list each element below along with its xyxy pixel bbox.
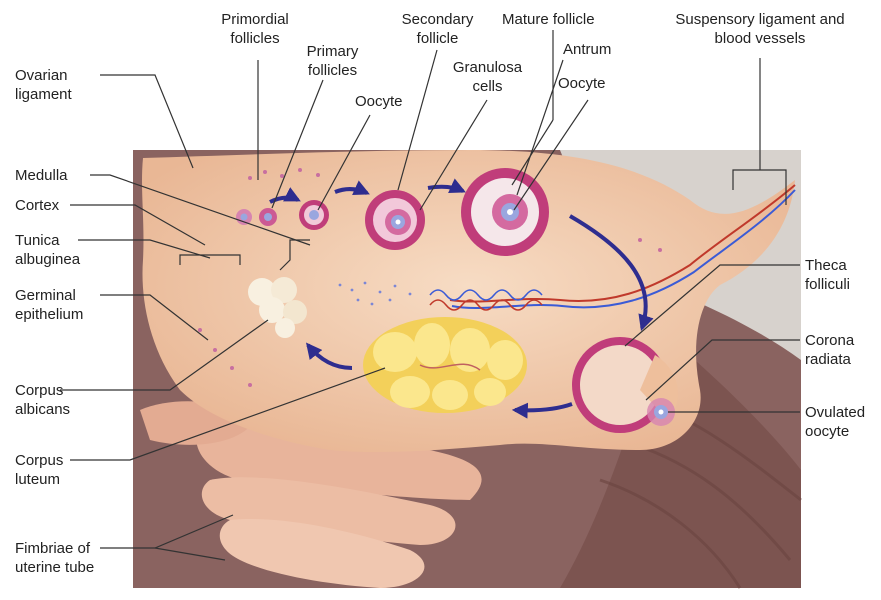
label-primary-follicles: Primary follicles [290, 42, 375, 80]
label-corpus-luteum: Corpus luteum [15, 451, 75, 489]
secondary-follicle [365, 190, 425, 250]
label-ovulated-oocyte: Ovulated oocyte [805, 403, 880, 441]
label-antrum: Antrum [563, 40, 611, 59]
label-oocyte-primary: Oocyte [355, 92, 403, 111]
label-corpus-albicans: Corpus albicans [15, 381, 95, 419]
label-theca-folliculi: Theca folliculi [805, 256, 875, 294]
label-granulosa-cells: Granulosa cells [440, 58, 535, 96]
label-cortex: Cortex [15, 196, 59, 215]
label-tunica-albuginea: Tunica albuginea [15, 231, 100, 269]
mature-follicle [461, 168, 549, 256]
label-mature-follicle: Mature follicle [502, 10, 595, 29]
label-oocyte-mature: Oocyte [558, 74, 606, 93]
corpus-luteum-shape [363, 317, 527, 413]
label-ovarian-ligament: Ovarian ligament [15, 66, 100, 104]
label-secondary-follicle: Secondary follicle [385, 10, 490, 48]
label-corona-radiata: Corona radiata [805, 331, 875, 369]
label-medulla: Medulla [15, 166, 68, 185]
label-suspensory-ligament: Suspensory ligament and blood vessels [660, 10, 860, 48]
label-germinal-epithelium: Germinal epithelium [15, 286, 110, 324]
label-fimbriae: Fimbriae of uterine tube [15, 539, 105, 577]
